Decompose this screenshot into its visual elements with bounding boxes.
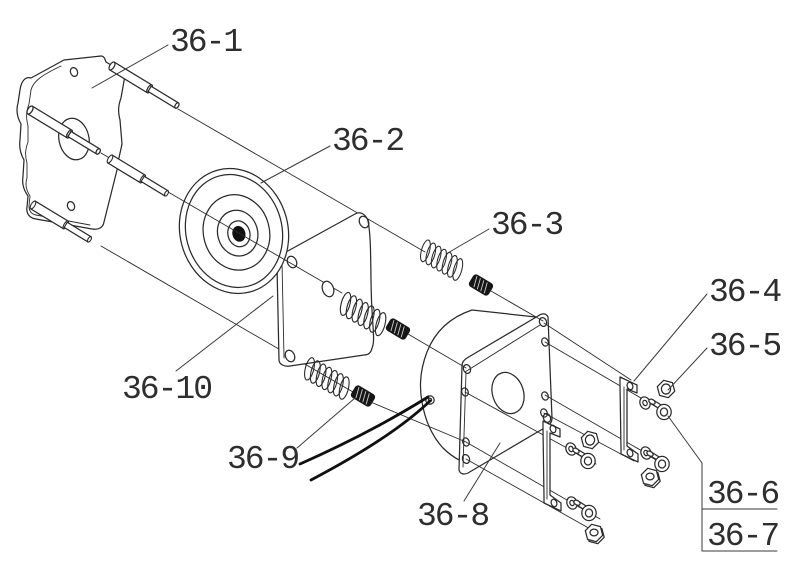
part-label-36-3: 36-3	[491, 207, 562, 244]
part-label-36-6: 36-6	[707, 476, 778, 513]
plug-bottom	[349, 384, 377, 408]
valve-plate-thickness-line	[281, 261, 285, 359]
cover-hole-bottom	[66, 200, 76, 212]
valve-plate-hole-tl	[286, 255, 298, 269]
strap-far	[619, 376, 639, 463]
leader-bracket-36-6-36-7	[667, 415, 778, 552]
screw-top-near	[571, 446, 596, 470]
hex-nut-top	[656, 379, 676, 399]
part-label-36-2: 36-2	[332, 123, 403, 160]
hex-bolt-near	[584, 523, 605, 545]
part-labels: 36-1 36-2 36-3 36-4 36-5 36-6 36-7 36-8 …	[122, 24, 783, 555]
diaphragm-disc	[178, 167, 290, 295]
strap-near	[542, 420, 562, 512]
fasteners	[563, 379, 676, 545]
spring-top	[413, 236, 471, 284]
flange-center-bore	[491, 371, 525, 415]
part-label-36-9: 36-9	[227, 441, 298, 478]
cover-hole-top	[69, 66, 79, 78]
plug-middle	[384, 317, 412, 341]
part-label-36-4: 36-4	[709, 274, 781, 311]
part-label-36-1: 36-1	[170, 24, 242, 61]
pump-housing	[419, 309, 553, 475]
flange-chamfer-left	[462, 372, 467, 468]
axis-lines-to-flange	[372, 290, 544, 443]
cables	[298, 395, 432, 482]
housing-flange	[458, 313, 553, 475]
flange-chamfer-top	[464, 324, 541, 373]
mounting-straps	[542, 376, 639, 512]
part-label-36-7: 36-7	[707, 518, 778, 555]
disc-center-hub	[232, 225, 246, 242]
part-label-36-5: 36-5	[709, 328, 780, 365]
part-label-36-10: 36-10	[122, 371, 211, 408]
valve-plate-hole-tr	[358, 215, 370, 229]
valve-disc-small	[321, 280, 335, 298]
valve-plate-hole-bl	[284, 349, 296, 363]
plug-top	[467, 273, 495, 297]
screw-bottom-near	[572, 498, 597, 522]
leader-lines	[91, 44, 778, 552]
part-label-36-8: 36-8	[417, 498, 488, 535]
hex-bolt-far	[640, 467, 661, 489]
end-cover-thickness-line	[25, 65, 91, 226]
